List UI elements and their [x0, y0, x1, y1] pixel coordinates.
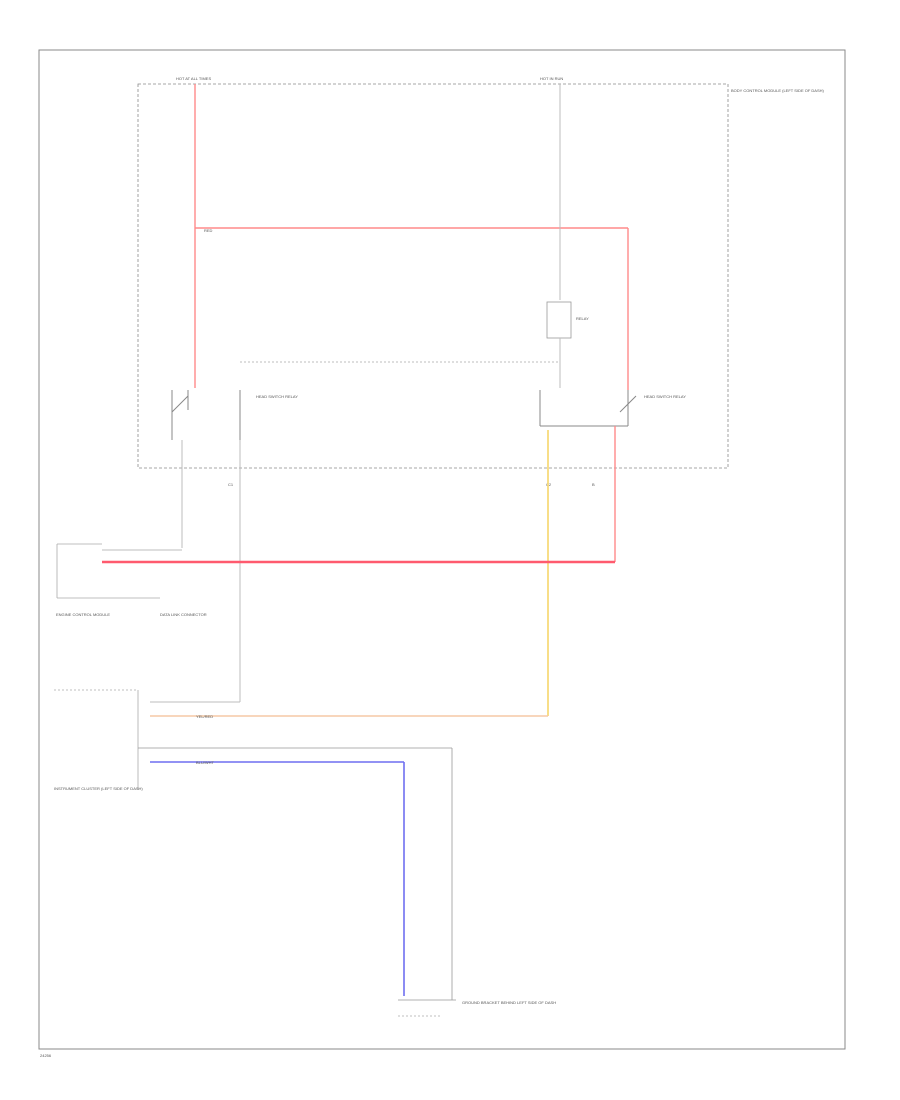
left-connector-box	[56, 543, 160, 599]
wire-label-red-top: RED	[204, 228, 213, 233]
left-switch-label: HEAD SWITCH RELAY	[256, 394, 298, 399]
bottom-device	[398, 999, 456, 1017]
pin-label-1: C1	[228, 482, 234, 487]
pin-label-2: C2	[546, 482, 552, 487]
diagram-id: 24256	[40, 1053, 52, 1058]
right-switch-label: HEAD SWITCH RELAY	[644, 394, 686, 399]
left-switch	[171, 390, 241, 440]
module-title: BODY CONTROL MODULE (LEFT SIDE OF DASH)	[731, 88, 824, 93]
left-box-subtitle: DATA LINK CONNECTOR	[160, 612, 207, 617]
wire-label-blu: BLU/WHT	[196, 760, 215, 765]
small-relay-label: RELAY	[576, 316, 589, 321]
small-relay	[546, 301, 572, 339]
top-right-fuse-label: HOT IN RUN	[540, 76, 563, 81]
bottom-device-label: GROUND BRACKET BEHIND LEFT SIDE OF DASH	[462, 1000, 556, 1005]
top-left-fuse-label: HOT AT ALL TIMES	[176, 76, 211, 81]
instrument-block	[54, 689, 453, 1000]
instrument-block-label: INSTRUMENT CLUSTER (LEFT SIDE OF DASH)	[54, 786, 143, 791]
left-box-title: ENGINE CONTROL MODULE	[56, 612, 110, 617]
module-boundary	[137, 83, 729, 469]
wire-label-yel: YEL/RED	[196, 714, 213, 719]
outer-frame	[38, 49, 846, 1050]
pin-label-3: B	[592, 482, 595, 487]
right-switch	[539, 390, 637, 427]
